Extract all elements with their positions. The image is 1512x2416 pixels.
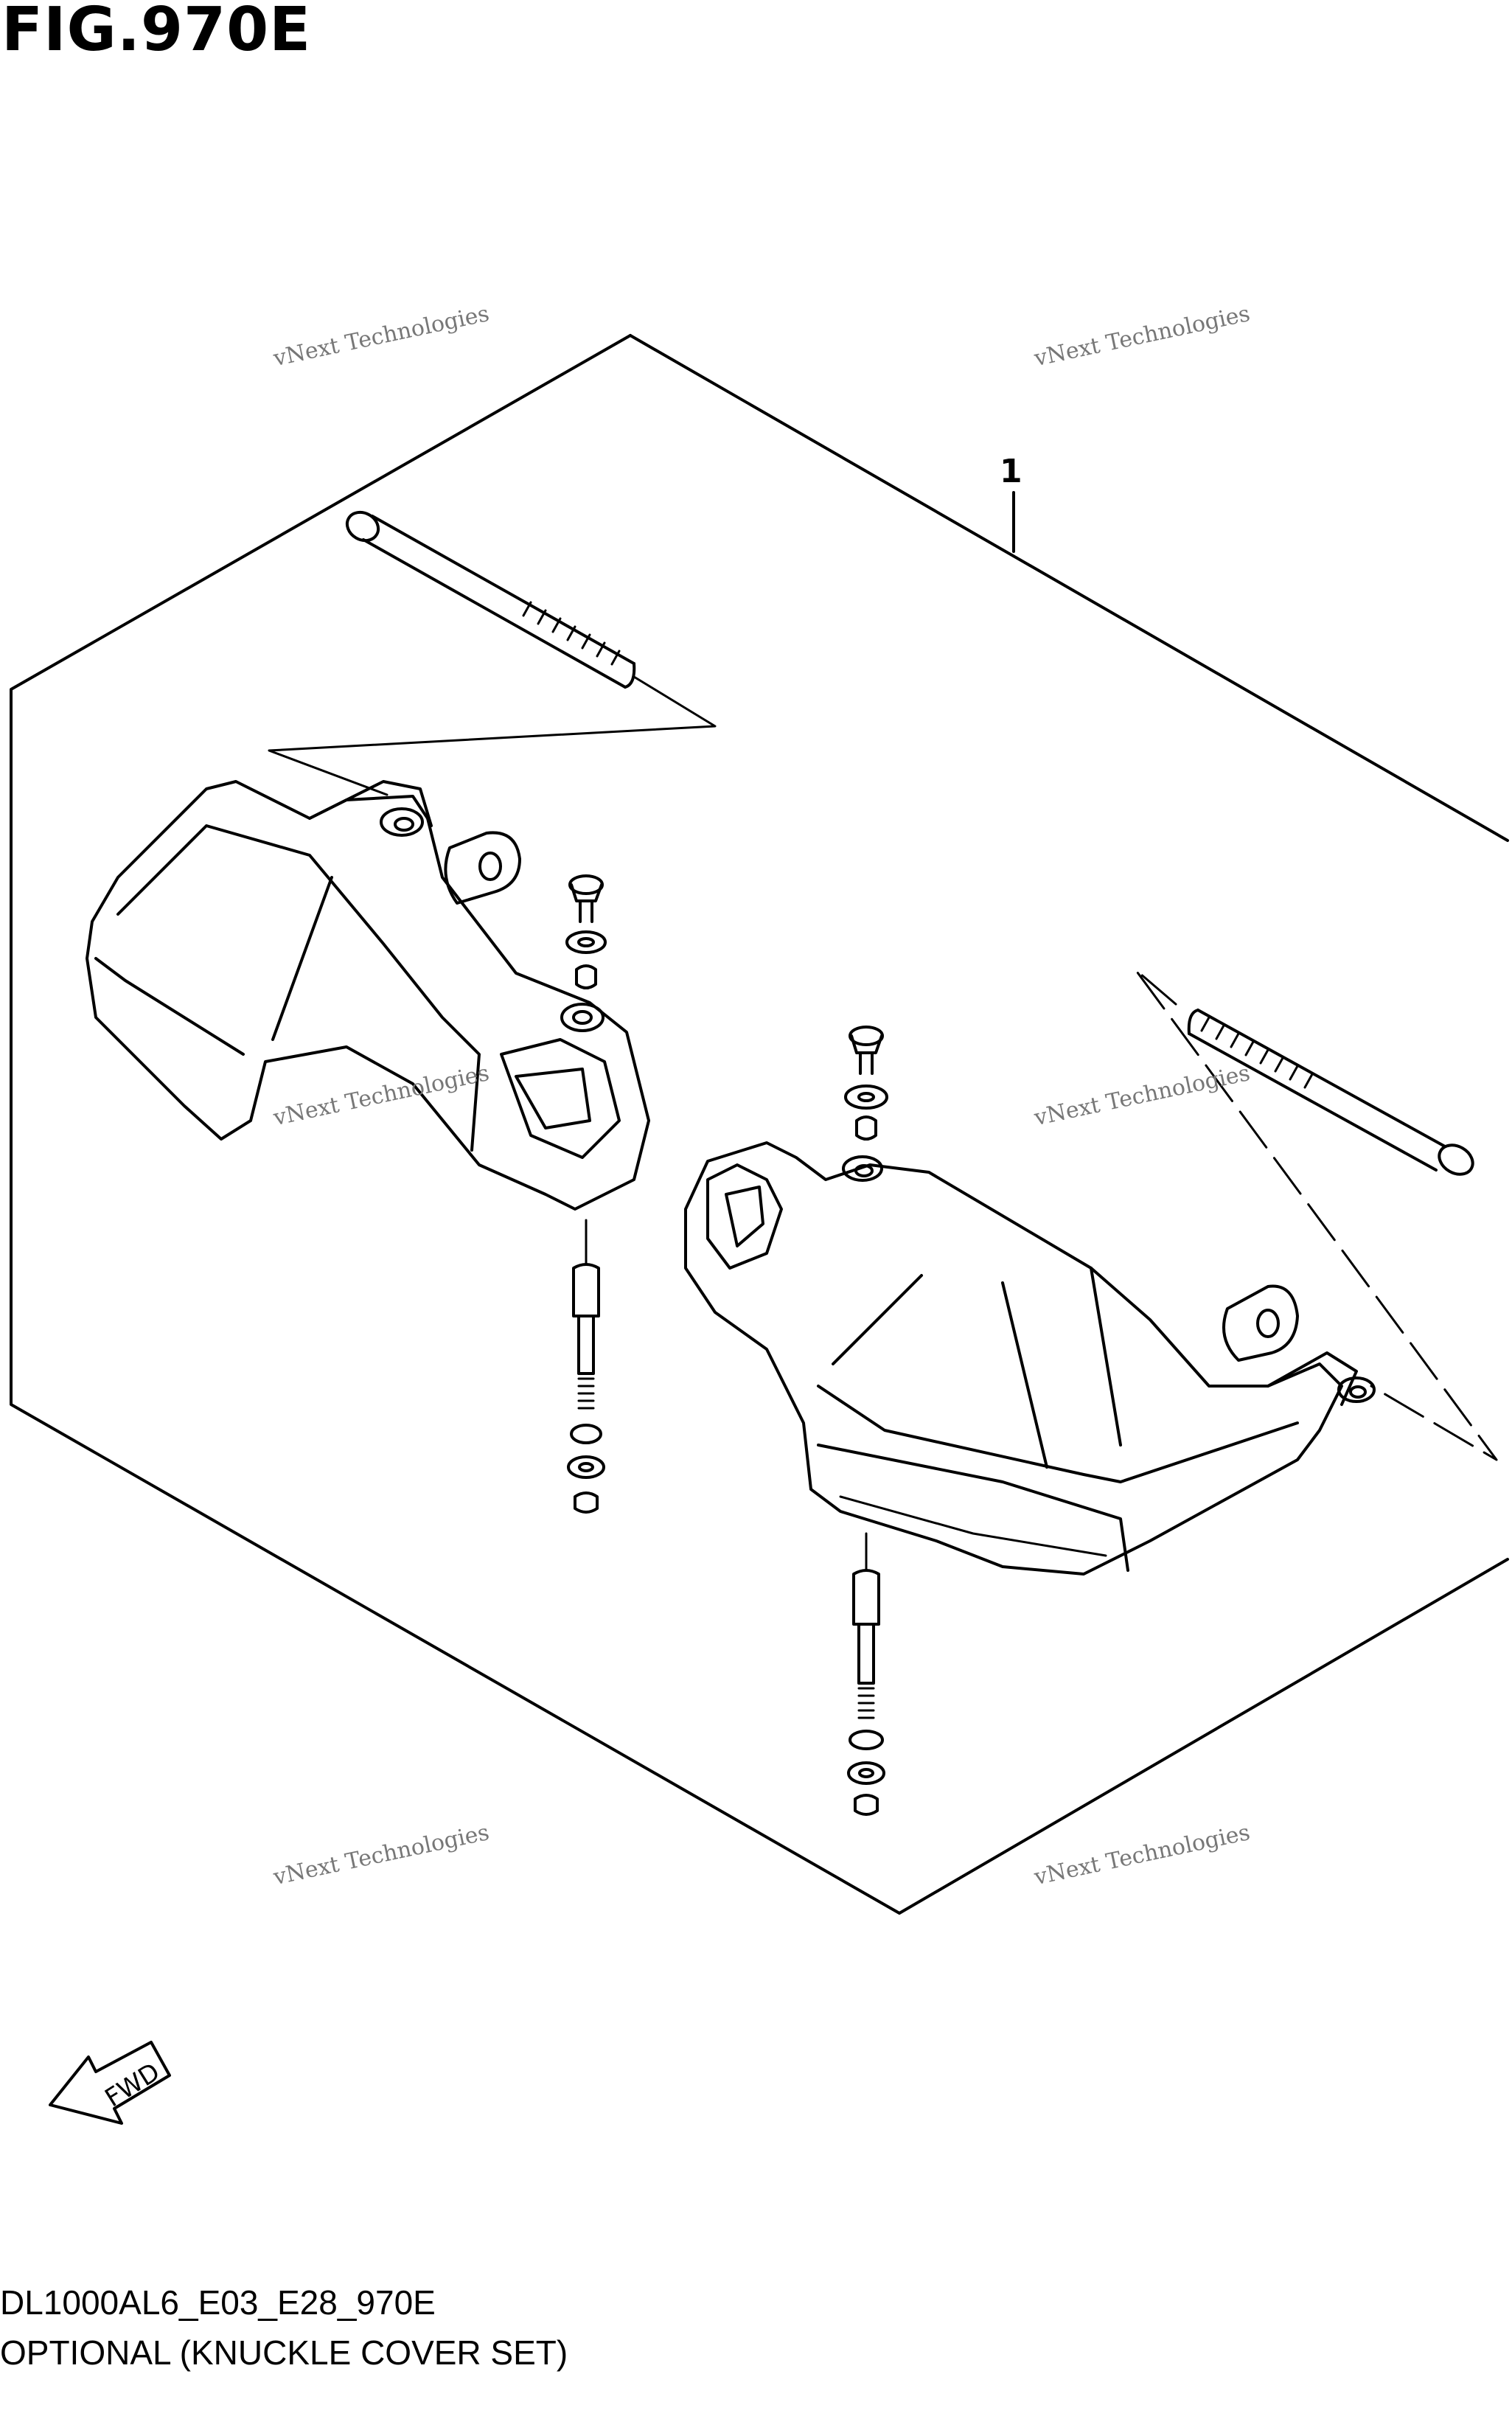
callout-number-1[interactable]: 1	[1000, 453, 1022, 490]
left-hand-guard	[86, 780, 650, 1211]
left-lower-stack	[567, 1263, 605, 1514]
right-lower-stack	[847, 1569, 885, 1816]
right-bolt-guide	[1134, 968, 1498, 1461]
left-screw-stack	[565, 874, 607, 989]
left-long-bolt	[345, 510, 636, 689]
kit-boundary-top-edge	[629, 334, 1509, 842]
right-long-bolt	[1187, 1009, 1474, 1176]
right-rubber-damper	[1222, 1284, 1299, 1362]
diagram-caption: OPTIONAL (KNUCKLE COVER SET)	[0, 2333, 568, 2372]
fwd-arrow-icon	[49, 2041, 171, 2125]
diagram-code: DL1000AL6_E03_E28_970E	[0, 2283, 436, 2322]
right-hand-guard	[684, 1141, 1376, 1576]
left-rubber-damper	[444, 831, 521, 905]
kit-boundary	[10, 334, 1509, 1915]
figure-title: FIG.970E	[1, 0, 312, 65]
left-bolt-guide	[268, 675, 717, 796]
right-screw-stack	[844, 1026, 888, 1141]
